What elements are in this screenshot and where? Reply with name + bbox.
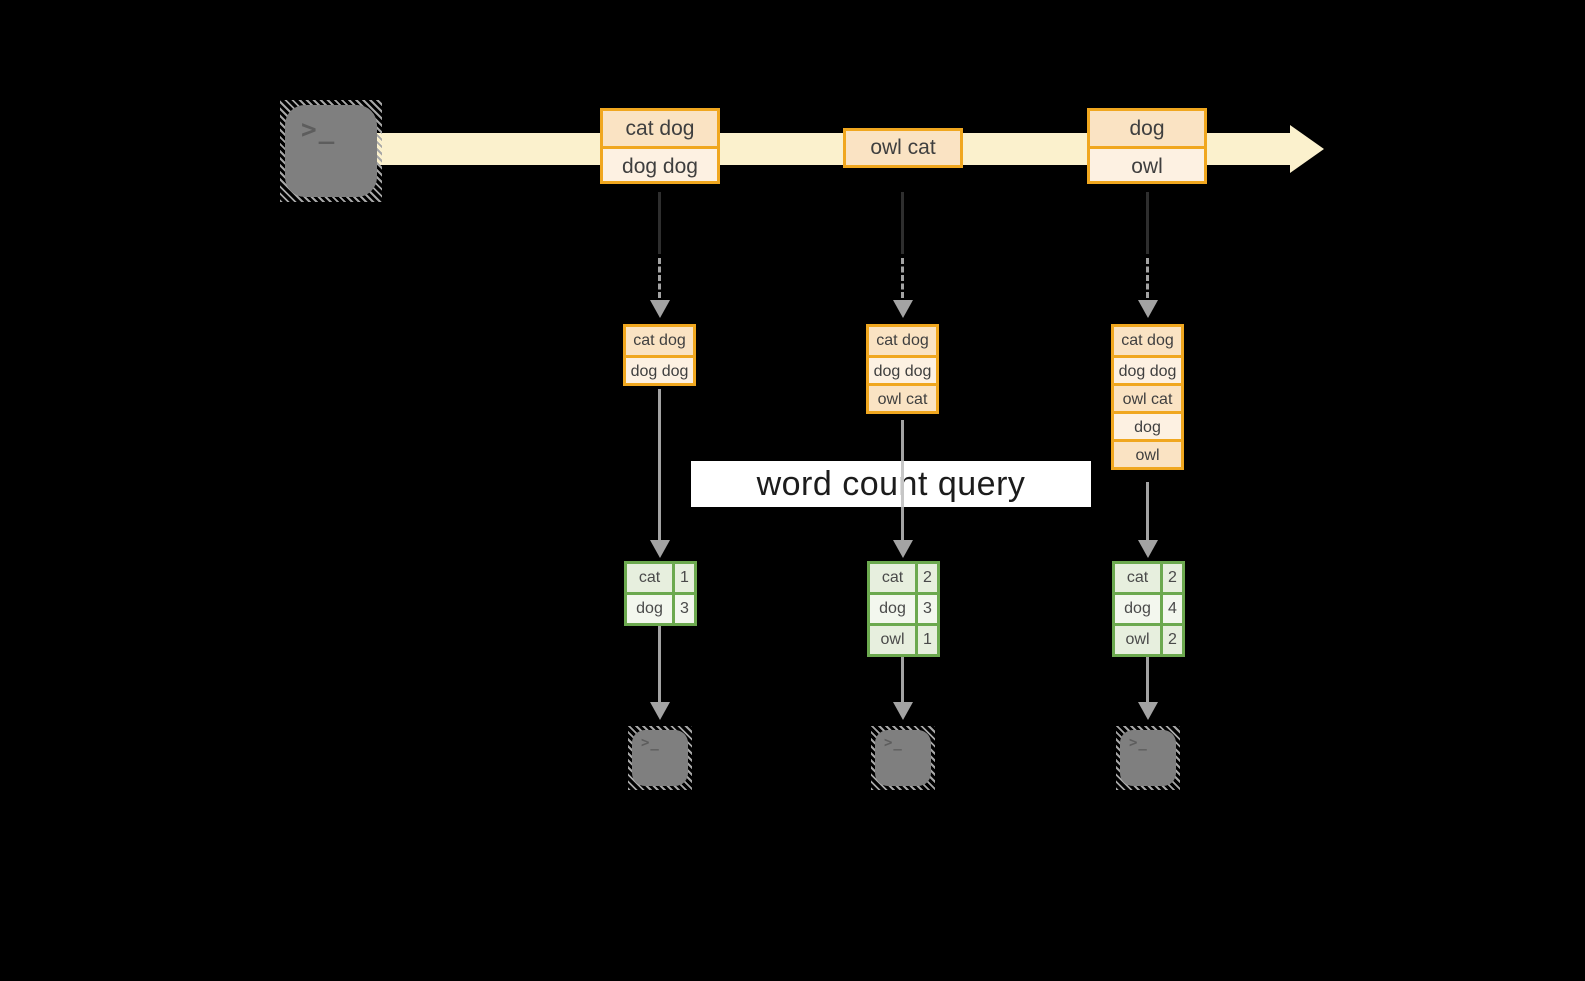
count-cell: 1 [672,564,694,592]
word-cell: dog [1115,595,1160,623]
state-line: owl cat [1114,383,1181,411]
word-cell: dog [627,595,672,623]
arrowhead-down-icon [1138,540,1158,558]
count-cell: 3 [672,595,694,623]
dashed-arrow-1 [658,258,661,298]
state-line: owl [1114,439,1181,467]
dashed-arrow-2 [901,258,904,298]
state-line: cat dog [869,327,936,355]
event-line: cat dog [603,111,717,146]
sink-arrow-3 [1146,657,1149,702]
stream-event-box-3: dog owl [1087,108,1207,184]
word-cell: dog [870,595,915,623]
event-line: dog dog [603,146,717,181]
table-row: cat 2 [870,564,937,592]
terminal-prompt-icon: >_ [884,735,903,751]
terminal-prompt-icon: >_ [1129,735,1148,751]
query-arrow-2-over-label [901,461,904,507]
count-cell: 2 [915,564,937,592]
table-row: dog 3 [870,592,937,623]
table-row: owl 2 [1115,623,1182,654]
word-cell: cat [1115,564,1160,592]
state-line: dog dog [626,355,693,383]
query-arrow-2-lower [901,507,904,540]
dashed-arrow-faint-segment [1146,192,1149,254]
state-line: owl cat [869,383,936,411]
state-box-2: cat dog dog dog owl cat [866,324,939,414]
terminal-body: >_ [632,730,688,786]
terminal-prompt-icon: >_ [641,735,660,751]
state-line: dog dog [869,355,936,383]
table-row: cat 1 [627,564,694,592]
arrowhead-down-icon [893,702,913,720]
sink-terminal-icon-3: >_ [1116,726,1180,790]
word-cell: owl [870,626,915,654]
event-line: owl cat [846,131,960,165]
stream-event-box-1: cat dog dog dog [600,108,720,184]
word-cell: cat [627,564,672,592]
arrowhead-down-icon [650,702,670,720]
arrowhead-down-icon [1138,300,1158,318]
stream-event-box-2: owl cat [843,128,963,168]
arrowhead-down-icon [1138,702,1158,720]
word-cell: owl [1115,626,1160,654]
word-cell: cat [870,564,915,592]
query-arrow-2 [901,420,904,461]
arrowhead-down-icon [893,300,913,318]
dashed-arrow-faint-segment [901,192,904,254]
count-cell: 1 [915,626,937,654]
count-cell: 3 [915,595,937,623]
arrowhead-down-icon [650,540,670,558]
dashed-arrow-3 [1146,258,1149,298]
event-line: owl [1090,146,1204,181]
state-line: cat dog [1114,327,1181,355]
table-row: dog 4 [1115,592,1182,623]
sink-terminal-icon-1: >_ [628,726,692,790]
terminal-prompt-icon: >_ [301,115,337,145]
state-box-1: cat dog dog dog [623,324,696,386]
table-row: owl 1 [870,623,937,654]
count-cell: 4 [1160,595,1182,623]
result-table-1: cat 1 dog 3 [624,561,697,626]
word-count-query-label: word count query [691,461,1091,507]
terminal-body: >_ [285,105,377,197]
state-line: dog dog [1114,355,1181,383]
state-line: dog [1114,411,1181,439]
table-row: cat 2 [1115,564,1182,592]
sink-terminal-icon-2: >_ [871,726,935,790]
state-line: cat dog [626,327,693,355]
query-arrow-3 [1146,482,1149,540]
sink-arrow-2 [901,657,904,702]
arrowhead-down-icon [650,300,670,318]
result-table-3: cat 2 dog 4 owl 2 [1112,561,1185,657]
event-line: dog [1090,111,1204,146]
state-box-3: cat dog dog dog owl cat dog owl [1111,324,1184,470]
dashed-arrow-faint-segment [658,192,661,254]
count-cell: 2 [1160,626,1182,654]
stream-arrowhead-icon [1290,125,1324,173]
source-terminal-icon: >_ [280,100,382,202]
result-table-2: cat 2 dog 3 owl 1 [867,561,940,657]
count-cell: 2 [1160,564,1182,592]
arrowhead-down-icon [893,540,913,558]
query-arrow-1 [658,389,661,540]
terminal-body: >_ [1120,730,1176,786]
word-count-query-text: word count query [756,464,1026,503]
table-row: dog 3 [627,592,694,623]
terminal-body: >_ [875,730,931,786]
sink-arrow-1 [658,626,661,702]
